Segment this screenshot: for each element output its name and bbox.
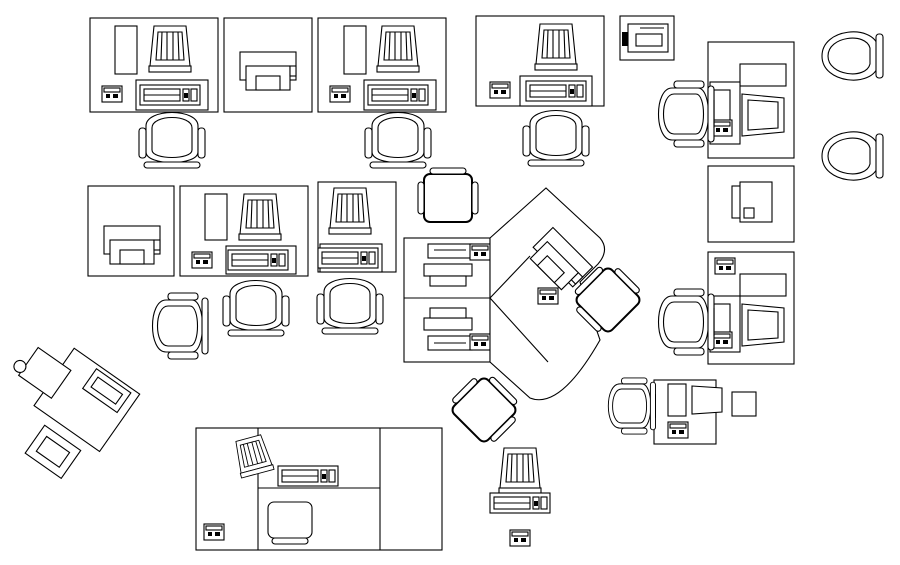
cubicle-right-1: [707, 41, 795, 159]
square-chair-1: [417, 167, 479, 223]
cubicle-2: [317, 17, 447, 113]
chair-left: [151, 292, 209, 360]
cubicle-printer-right: [707, 165, 795, 243]
fax-machine: [619, 15, 675, 61]
cubicle-3: [475, 15, 605, 107]
chair-right-2: [657, 288, 715, 356]
standalone-monitor: [498, 447, 542, 495]
cubicle-4: [179, 185, 309, 277]
cubicle-printer-1: [223, 17, 313, 113]
small-workstation: [653, 379, 757, 445]
telephone: [509, 529, 531, 547]
standalone-keyboard: [489, 492, 551, 514]
executive-desk-layout: [195, 427, 443, 551]
corner-workstation: [489, 187, 606, 401]
chair-4: [222, 279, 290, 337]
cubicle-right-2: [707, 251, 795, 365]
cubicle-printer-2: [87, 185, 175, 277]
chair-right-1: [657, 80, 715, 148]
lounge-chair-2: [821, 131, 884, 181]
chair-5: [316, 277, 384, 335]
chair-small: [607, 377, 656, 435]
double-workstation: [403, 237, 491, 363]
chair-1: [138, 111, 206, 169]
chair-2: [364, 111, 432, 169]
cubicle-5: [317, 181, 397, 273]
chair-3: [522, 109, 590, 167]
cubicle-1: [89, 17, 219, 113]
angled-desk: [13, 346, 141, 480]
lounge-chair-1: [821, 31, 884, 81]
